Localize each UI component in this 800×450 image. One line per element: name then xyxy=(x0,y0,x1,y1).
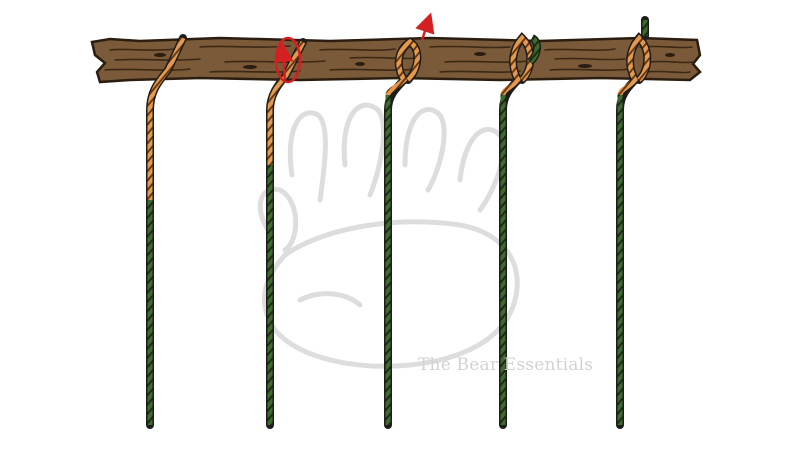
knot-step-5 xyxy=(616,16,652,429)
bear-paw-watermark xyxy=(257,102,520,369)
knot-step-1 xyxy=(146,34,187,429)
knot-step-3 xyxy=(384,12,435,429)
knot-step-4 xyxy=(499,32,541,429)
watermark-text: The Bear Essentials xyxy=(418,355,594,375)
knot-step-2 xyxy=(266,36,307,429)
